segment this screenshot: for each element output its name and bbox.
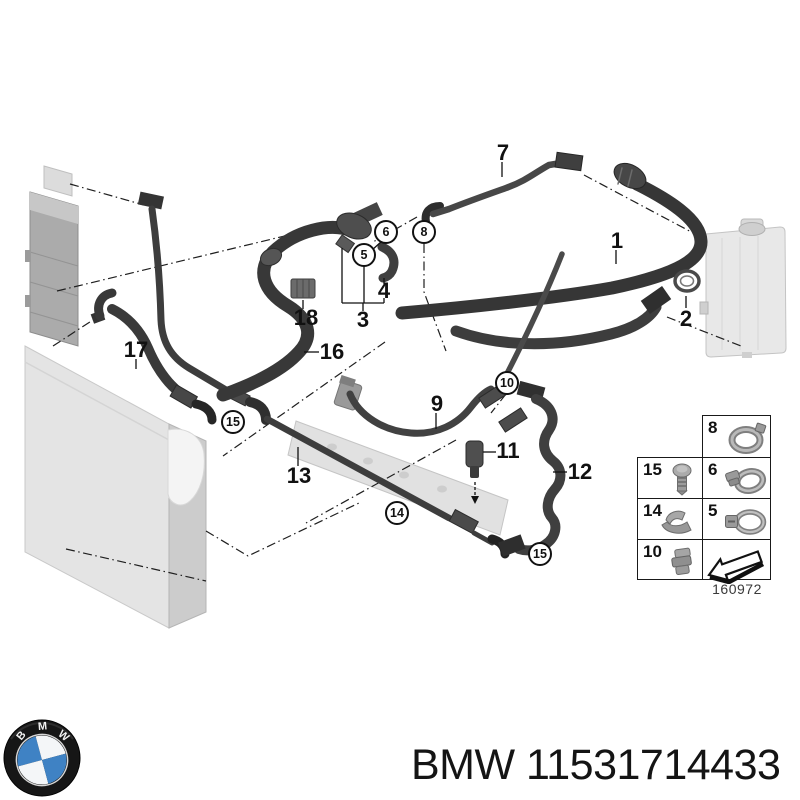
part-number: 11531714433 bbox=[526, 741, 781, 789]
part-label-circled-15: 15 bbox=[221, 410, 245, 434]
legend-table: 8 15 6 14 5 10 bbox=[637, 415, 771, 584]
hose-12 bbox=[497, 380, 566, 557]
spring-clamp-icon bbox=[723, 462, 769, 503]
part-label-1: 1 bbox=[610, 228, 624, 253]
legend-number-8: 8 bbox=[708, 418, 718, 437]
part-label-circled-10: 10 bbox=[495, 371, 519, 395]
part-label-13: 13 bbox=[286, 463, 312, 488]
legend-number-10: 10 bbox=[643, 541, 662, 561]
legend-cell-5: 5 bbox=[702, 497, 771, 544]
part-label-7: 7 bbox=[496, 140, 510, 165]
hose-1 bbox=[395, 162, 708, 320]
part-label-12: 12 bbox=[567, 459, 593, 484]
hose-clamp-icon bbox=[723, 420, 769, 461]
part-label-16: 16 bbox=[319, 339, 345, 364]
part-label-3: 3 bbox=[356, 307, 370, 332]
part-label-9: 9 bbox=[430, 391, 444, 416]
screw-icon bbox=[662, 462, 702, 503]
worm-clamp-icon bbox=[723, 503, 769, 544]
callout-lines bbox=[135, 162, 687, 473]
part-label-circled-5: 5 bbox=[352, 243, 376, 267]
elbow-hose-4 bbox=[377, 242, 399, 283]
hose-16 bbox=[216, 202, 383, 402]
part-label-2: 2 bbox=[679, 306, 693, 331]
part-label-11: 11 bbox=[496, 438, 520, 463]
part-label-circled-6: 6 bbox=[374, 220, 398, 244]
legend-number-5: 5 bbox=[708, 500, 718, 520]
brand-name: BMW bbox=[411, 741, 515, 789]
bmw-logo: B M W bbox=[3, 719, 81, 797]
part-label-circled-8: 8 bbox=[412, 220, 436, 244]
holder-icon bbox=[656, 503, 702, 544]
legend-cell-14: 14 bbox=[637, 497, 704, 544]
bushing-18 bbox=[290, 278, 316, 299]
part-number-text: BMW 11531714433 bbox=[411, 741, 781, 790]
legend-cell-direction-arrow-icon bbox=[702, 538, 771, 584]
part-label-4: 4 bbox=[377, 278, 391, 303]
radiator bbox=[24, 345, 207, 629]
legend-number-14: 14 bbox=[643, 500, 662, 520]
direction-arrow-icon bbox=[703, 544, 769, 589]
part-label-18: 18 bbox=[293, 305, 319, 330]
hose-1-return bbox=[450, 285, 672, 350]
logo-letter-m: M bbox=[37, 720, 47, 733]
legend-cell-15: 15 bbox=[637, 456, 704, 503]
clip-icon bbox=[662, 544, 702, 585]
gasket-ring-2 bbox=[673, 269, 701, 293]
legend-cell-10: 10 bbox=[637, 538, 704, 580]
legend-number-15: 15 bbox=[643, 459, 662, 479]
part-label-circled-15: 15 bbox=[528, 542, 552, 566]
legend-cell-6: 6 bbox=[702, 456, 771, 503]
condenser-panel bbox=[25, 165, 79, 347]
part-label-17: 17 bbox=[123, 337, 149, 362]
legend-number-6: 6 bbox=[708, 459, 718, 479]
legend-cell-8: 8 bbox=[702, 415, 771, 458]
part-label-circled-14: 14 bbox=[385, 501, 409, 525]
hose-17 bbox=[90, 288, 217, 425]
diagram-code: 160972 bbox=[712, 581, 762, 597]
sensor-11 bbox=[465, 440, 484, 504]
hose-7 bbox=[421, 151, 584, 226]
expansion-tank bbox=[699, 218, 787, 358]
